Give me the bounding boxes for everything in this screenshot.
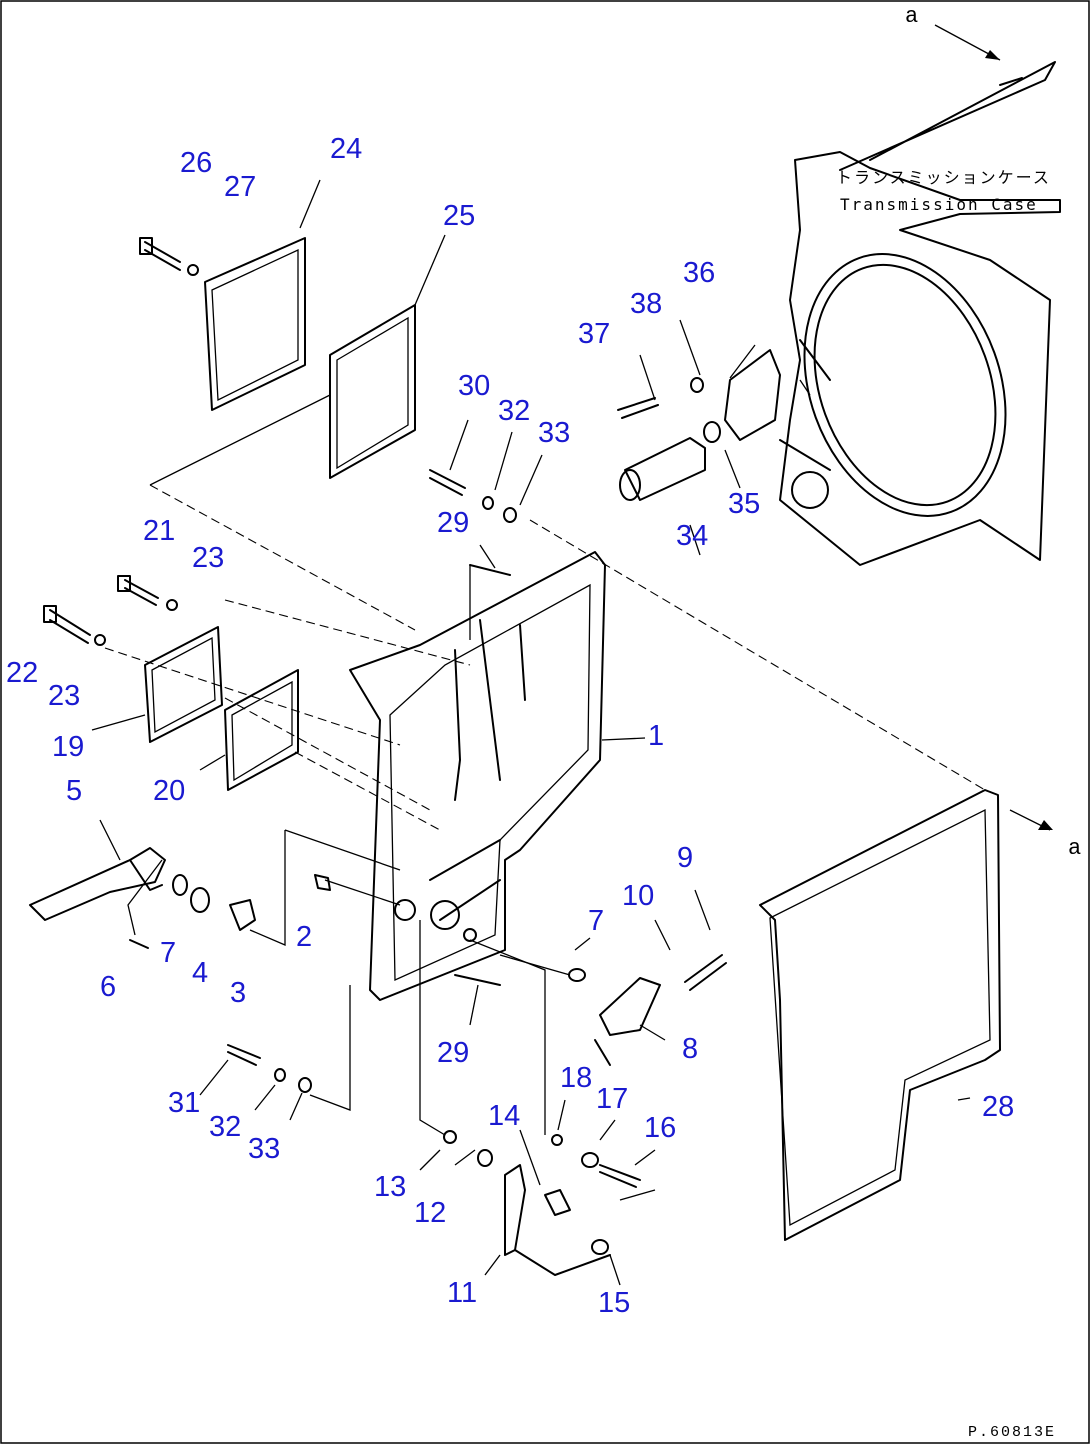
callout-22: 22 [6,657,38,689]
shaft-34 [619,437,706,501]
pin-6 [129,939,149,949]
callout-31: 31 [168,1087,200,1119]
callout-leaders [91,179,971,1286]
washer-32 [482,496,494,510]
callout-4: 4 [192,957,208,989]
lever-8 [594,977,661,1066]
bolt-31 [227,1044,261,1066]
gasket-28: a [759,789,1081,1241]
callout-34: 34 [676,520,708,552]
callout-29-bottom: 29 [437,1037,469,1069]
washer-18 [551,1134,563,1146]
callout-8: 8 [682,1033,698,1065]
callout-11: 11 [447,1277,477,1309]
bolt-26 [139,237,181,271]
case-label-japanese: トランスミッションケース [836,168,1051,187]
callout-16: 16 [644,1112,676,1144]
washer-23 [166,599,178,611]
bushing-3 [229,899,256,931]
washer-23 [94,634,106,646]
callout-14: 14 [488,1100,520,1132]
callout-1: 1 [648,720,664,752]
washer-38 [690,377,704,393]
callout-29-top: 29 [437,507,469,539]
o-ring-35 [703,421,721,443]
callout-21: 21 [143,515,175,547]
plug-14 [544,1189,571,1216]
cover-plate-24 [204,237,306,411]
pin-29 [454,974,501,986]
gasket-25 [329,304,416,479]
bolt-22 [43,605,91,644]
callout-6: 6 [100,971,116,1003]
washer-33 [298,1077,312,1093]
callout-30: 30 [458,370,490,402]
bolt-30 [429,469,466,496]
callout-15: 15 [598,1287,630,1319]
callout-23-top: 23 [192,542,224,574]
case-label-english: Transmission Case [840,195,1038,214]
callout-13: 13 [374,1171,406,1203]
gasket-20 [224,669,299,791]
callout-7-left: 7 [160,937,176,969]
washer-32 [274,1068,286,1082]
callout-32-bottom: 32 [209,1111,241,1143]
callout-28: 28 [982,1091,1014,1123]
callout-20: 20 [153,775,185,807]
washer-7 [172,874,188,896]
bolt-37 [617,397,659,419]
callout-5: 5 [66,775,82,807]
callout-2: 2 [296,921,312,953]
drawing-number: P.60813E [968,1424,1056,1441]
callout-37: 37 [578,318,610,350]
bolt-16 [599,1164,641,1188]
arrow-head-icon [1038,820,1053,830]
arrow-ref-a-top: a [905,4,918,29]
callout-23-left: 23 [48,680,80,712]
cover-19 [144,626,223,743]
bracket-11 [504,1164,611,1276]
callout-27: 27 [224,171,256,203]
plate-36 [724,349,781,441]
callout-33-top: 33 [538,417,570,449]
callout-7-right: 7 [588,905,604,937]
bolt-21 [117,575,159,606]
assembly-lines [104,379,986,1201]
callout-35: 35 [728,488,760,520]
lever-5 [29,847,166,921]
callout-25: 25 [443,200,475,232]
arrow-head-icon [985,50,1000,60]
callout-17: 17 [596,1083,628,1115]
pin-29 [469,564,511,576]
callout-12: 12 [414,1197,446,1229]
callout-18: 18 [560,1062,592,1094]
callout-33-bottom: 33 [248,1133,280,1165]
callout-26: 26 [180,147,212,179]
bolt-9 [684,954,727,991]
callout-32-top: 32 [498,395,530,427]
plug-2 [314,874,331,891]
washer-13 [443,1130,457,1144]
washer-33 [503,507,517,523]
callout-3: 3 [230,977,246,1009]
nut-4 [190,887,210,913]
callout-9: 9 [677,842,693,874]
arrow-ref-a-right: a [1068,836,1081,861]
nut-17 [581,1152,599,1168]
callouts: 1 2 3 4 5 6 7 7 8 9 10 11 12 13 14 15 16… [6,133,1014,1319]
nut-12 [477,1149,493,1167]
callout-19: 19 [52,731,84,763]
transmission-case: トランスミッションケース Transmission Case a [779,4,1061,566]
washer-27 [187,264,199,276]
callout-38: 38 [630,288,662,320]
main-cover-1 [349,551,606,1001]
callout-36: 36 [683,257,715,289]
callout-24: 24 [330,133,362,165]
callout-10: 10 [622,880,654,912]
bolt-15 [591,1239,609,1255]
